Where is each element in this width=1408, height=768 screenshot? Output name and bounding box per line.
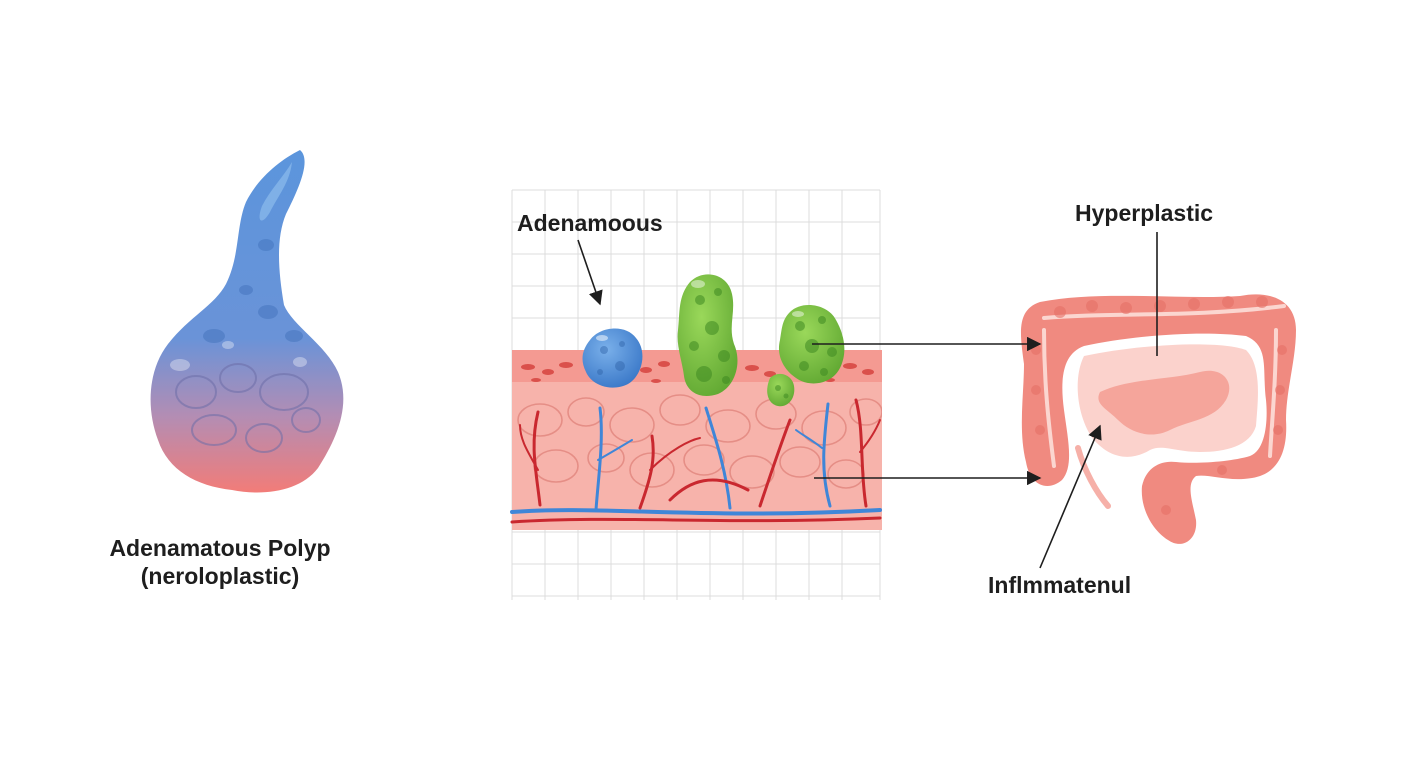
polyp-label-line1: Adenamatous Polyp: [109, 535, 331, 561]
arrow-inflammatory: [1039, 424, 1102, 569]
polyp-label-line2: (neroloplastic): [140, 563, 300, 589]
inflammatory-label: Inflmmatenul: [988, 572, 1132, 598]
adenomatous-polyp-blue: [582, 328, 643, 388]
tissue-section-illustration: [510, 189, 882, 600]
adenoma-green-small: [767, 373, 795, 407]
adenoma-green-tall: [677, 274, 738, 396]
adenoma-green-right: [778, 305, 845, 384]
arrow-adenamoous: [577, 239, 603, 306]
adenomatous-polyp-illustration: [150, 150, 344, 493]
colon-illustration: [1020, 294, 1296, 544]
pointer-arrows: [577, 232, 1158, 569]
blood-vessels: [510, 398, 882, 524]
hyperplastic-label: Hyperplastic: [1075, 200, 1214, 226]
polyp-label: Adenamatous Polyp (neroloplastic): [90, 534, 350, 590]
adenamoous-label: Adenamoous: [517, 210, 663, 236]
